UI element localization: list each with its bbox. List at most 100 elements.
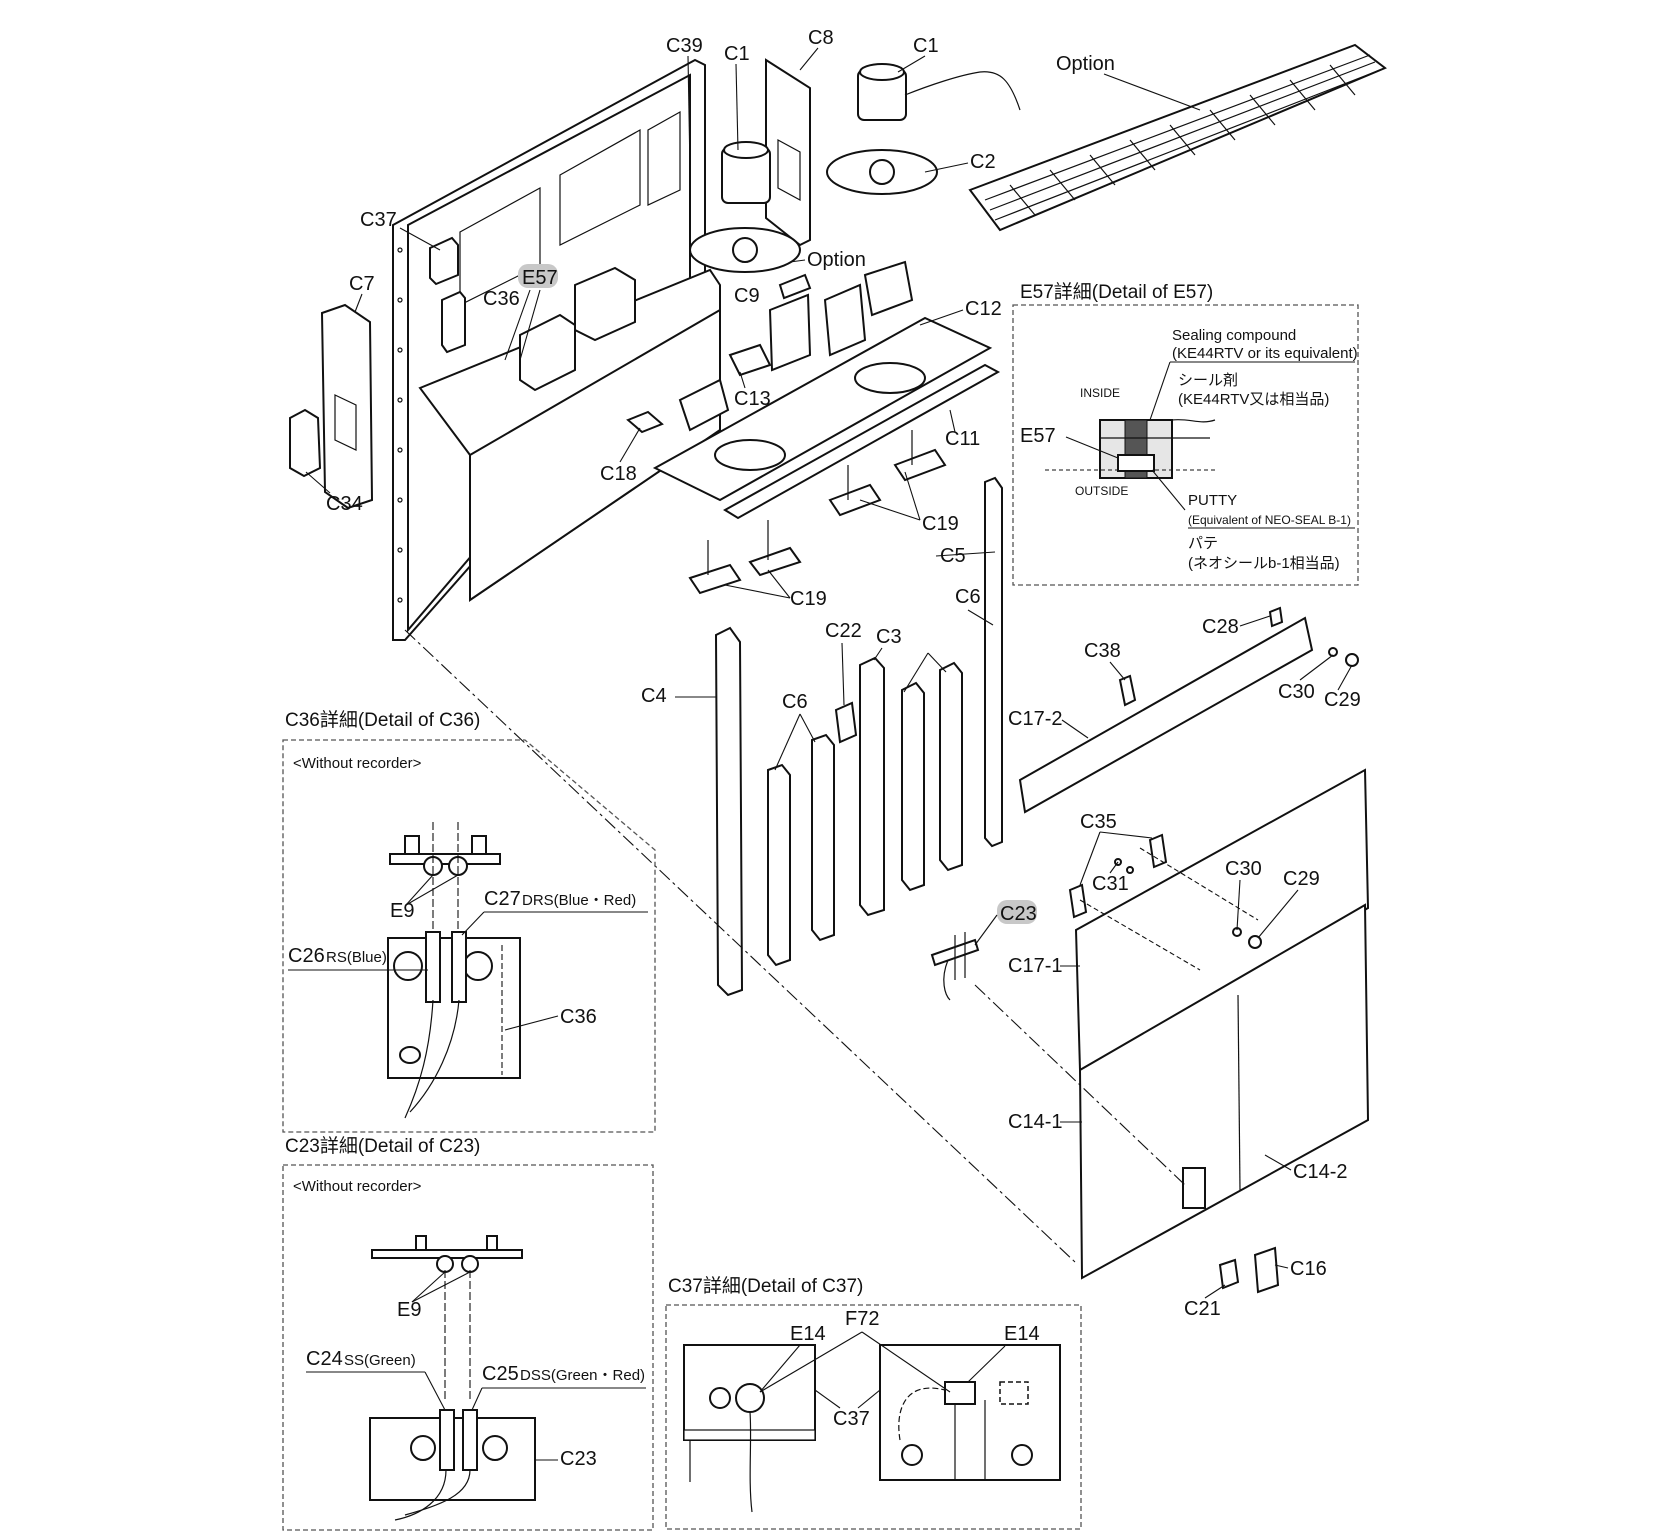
e57-sealing-en: Sealing compound	[1172, 327, 1296, 344]
e57-detail-e57: E57	[1020, 425, 1056, 447]
callout-c30-top: C30	[1278, 681, 1315, 703]
option-wire-grille	[968, 43, 1387, 232]
e57-detail-title: E57詳細(Detail of E57)	[1020, 281, 1213, 303]
part-c34-plate	[289, 408, 322, 478]
e57-outside-label: OUTSIDE	[1075, 484, 1128, 498]
callout-c1-left: C1	[724, 43, 750, 65]
callout-c23-highlight	[997, 900, 1037, 924]
part-c14-panel	[1078, 903, 1370, 1280]
part-c3-column	[859, 656, 885, 917]
callout-c28: C28	[1202, 616, 1239, 638]
part-small-brackets	[1068, 606, 1359, 1294]
c37-detail-e14-right: E14	[1004, 1323, 1040, 1345]
c36-detail-c26-desc: RS(Blue)	[326, 949, 387, 966]
e57-putty-en-sub: (Equivalent of NEO-SEAL B-1)	[1188, 513, 1351, 527]
c36-detail-c27: C27	[484, 888, 521, 910]
callout-c39: C39	[666, 35, 703, 57]
callout-c17-1: C17-1	[1008, 955, 1062, 977]
c36-detail-title: C36詳細(Detail of C36)	[285, 709, 480, 731]
callout-c9: C9	[734, 285, 760, 307]
part-c12-rail	[652, 316, 993, 502]
c37-detail-title: C37詳細(Detail of C37)	[668, 1275, 863, 1297]
callout-c11: C11	[945, 428, 980, 450]
callout-c21: C21	[1184, 1298, 1221, 1320]
callout-c36: C36	[483, 288, 520, 310]
callout-c8: C8	[808, 27, 834, 49]
callout-c23: C23	[1000, 903, 1037, 925]
c36-detail-frame	[282, 739, 656, 1133]
part-c9-bracket	[768, 273, 812, 372]
c37-detail-f72: F72	[845, 1308, 879, 1330]
c23-detail-frame	[282, 1164, 654, 1531]
e57-sealing-jp-sub: (KE44RTV又は相当品)	[1178, 391, 1329, 408]
callout-c22: C22	[825, 620, 862, 642]
callout-c12: C12	[965, 298, 1002, 320]
part-c6-columns-left	[767, 733, 835, 967]
c37-detail-e14-left: E14	[790, 1323, 826, 1345]
c23-detail-c25-desc: DSS(Green・Red)	[520, 1367, 645, 1384]
part-c18-bracket	[626, 410, 664, 434]
part-c8-bracket	[765, 58, 811, 247]
part-c23-sensor	[930, 932, 980, 1001]
part-fan-blade-left	[689, 227, 801, 273]
e57-putty-jp: パテ	[1188, 535, 1218, 552]
part-c6-columns-right	[901, 661, 963, 892]
callout-c5: C5	[940, 545, 966, 567]
c23-detail-panel: C23詳細(Detail of C23) <Without recorder> …	[282, 1135, 654, 1531]
c23-detail-title: C23詳細(Detail of C23)	[285, 1135, 480, 1157]
part-c17-1-panel	[1074, 768, 1370, 1072]
callout-c14-2: C14-2	[1293, 1161, 1347, 1183]
c36-detail-c27-desc: DRS(Blue・Red)	[522, 892, 636, 909]
callout-c16: C16	[1290, 1258, 1327, 1280]
callout-c38: C38	[1084, 640, 1121, 662]
e57-sealing-en-sub: (KE44RTV or its equivalent)	[1172, 345, 1358, 362]
callout-c13: C13	[734, 388, 771, 410]
callout-c31: C31	[1092, 873, 1129, 895]
c37-detail-panel: C37詳細(Detail of C37) E14 E14 F72 C37	[665, 1275, 1082, 1530]
callout-c30-bottom: C30	[1225, 858, 1262, 880]
callout-c1-right: C1	[913, 35, 939, 57]
part-c22-bracket	[834, 701, 858, 744]
c23-detail-e9: E9	[397, 1299, 421, 1321]
callout-c7: C7	[349, 273, 375, 295]
callout-c17-2: C17-2	[1008, 708, 1062, 730]
c23-detail-c25: C25	[482, 1363, 519, 1385]
callout-c34: C34	[326, 493, 363, 515]
callout-c29-bottom: C29	[1283, 868, 1320, 890]
part-c19-feet	[688, 430, 947, 595]
c37-detail-c37: C37	[833, 1408, 870, 1430]
main-callouts: C39 C1 C8 C1 Option C2 C37 E57 Option C7…	[326, 27, 1361, 1320]
callout-e57: E57	[522, 267, 558, 289]
c23-detail-c24-desc: SS(Green)	[344, 1352, 416, 1369]
callout-c2: C2	[970, 151, 996, 173]
e57-detail-panel: E57詳細(Detail of E57) Sealing compound (K…	[1012, 281, 1359, 586]
callout-c6-right: C6	[955, 586, 981, 608]
c36-detail-e9: E9	[390, 900, 414, 922]
callout-c19-upper: C19	[922, 513, 959, 535]
part-c5-column	[984, 476, 1003, 848]
c36-detail-note: <Without recorder>	[293, 755, 422, 772]
part-c2-fan-blade	[826, 149, 938, 195]
cabinet-back-panel	[392, 58, 721, 641]
callout-c18: C18	[600, 463, 637, 485]
part-c1-fan-motor-right	[857, 63, 1021, 121]
main-leader-lines	[305, 47, 1353, 1299]
c36-detail-c36: C36	[560, 1006, 597, 1028]
callout-c3: C3	[876, 626, 902, 648]
callout-e57-highlight	[518, 264, 558, 288]
callout-c35: C35	[1080, 811, 1117, 833]
c23-detail-note: <Without recorder>	[293, 1178, 422, 1195]
callout-option-top: Option	[1056, 53, 1115, 75]
e57-detail-frame	[1012, 304, 1359, 586]
e57-putty-en: PUTTY	[1188, 492, 1237, 509]
c36-detail-panel: C36詳細(Detail of C36) <Without recorder> …	[282, 709, 656, 1133]
e57-putty-jp-sub: (ネオシールb-1相当品)	[1188, 555, 1340, 572]
callout-c14-1: C14-1	[1008, 1111, 1062, 1133]
callout-c37: C37	[360, 209, 397, 231]
c36-detail-c26: C26	[288, 945, 325, 967]
callout-c4: C4	[641, 685, 667, 707]
callout-c19-lower: C19	[790, 588, 827, 610]
part-c4-column	[714, 626, 744, 997]
